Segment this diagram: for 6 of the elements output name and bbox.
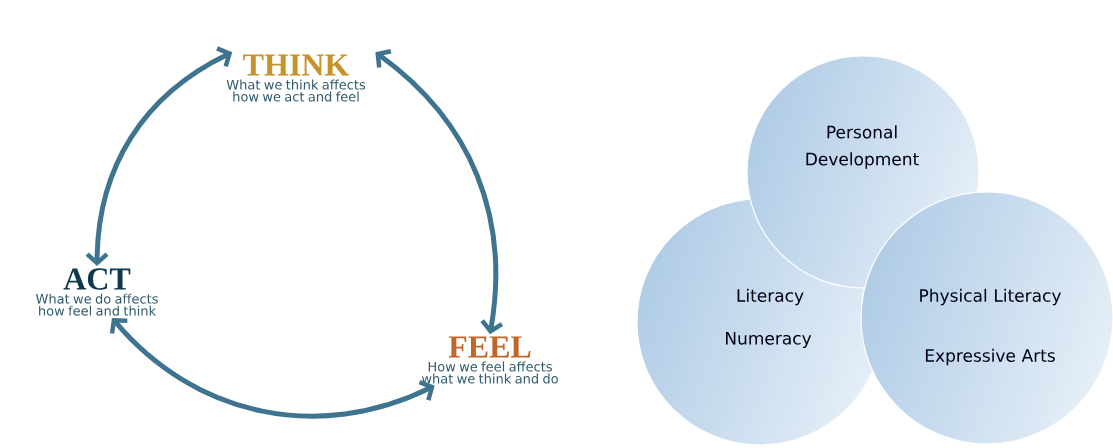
curved-arrow (109, 317, 435, 419)
cycle-stage: FEEL How we feel affects what we think and do (421, 336, 558, 384)
curved-arrow (85, 46, 233, 267)
cycle-stage: ACT What we do affects how feel and think (36, 268, 158, 316)
curved-arrow (375, 49, 504, 335)
cycle-stage: THINK What we think affects how we act and feel (226, 54, 366, 102)
